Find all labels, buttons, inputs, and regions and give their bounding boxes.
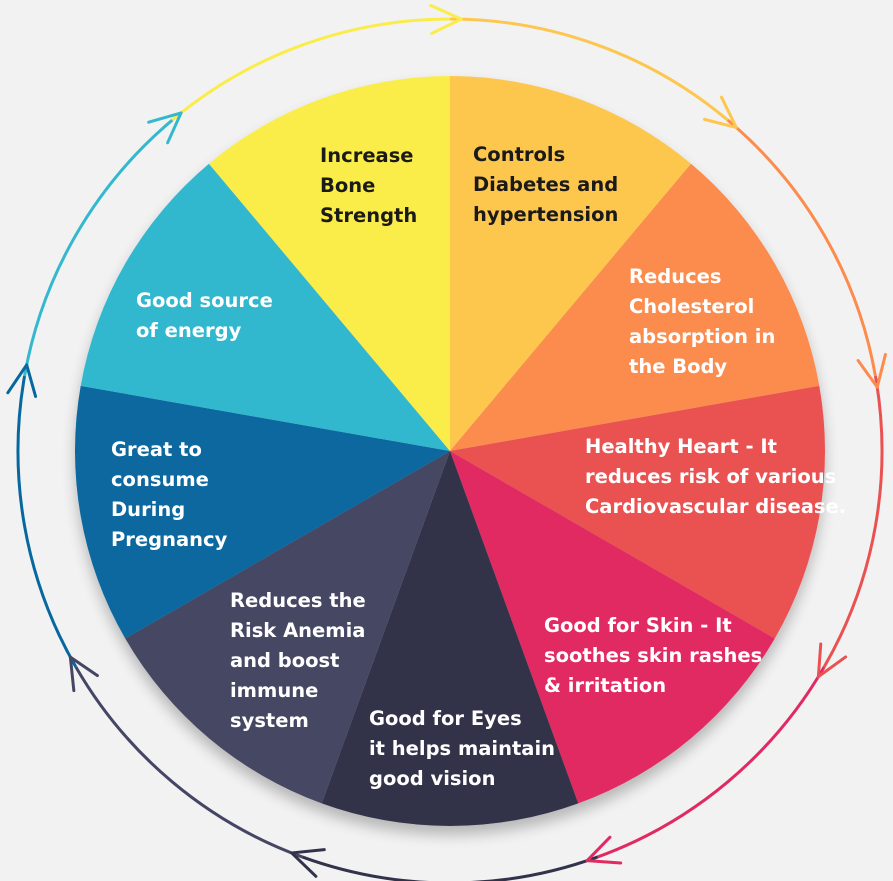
wedge-reduces-anemia [125, 451, 450, 804]
wedge-reduces-cholesterol [450, 163, 820, 451]
ring-arc [23, 118, 174, 377]
ring-arrow-icon [68, 655, 99, 693]
ring-arrow-icon [585, 835, 623, 865]
ring-arc [74, 666, 303, 859]
wedge-good-for-skin [450, 451, 775, 804]
wedge-good-for-eyes [321, 451, 579, 826]
ring-arrow-icon [702, 95, 738, 129]
ring-arc [301, 855, 599, 881]
ring-arc [726, 118, 877, 377]
ring-arc [597, 666, 826, 859]
label-good-for-skin: Good for Skin - It soothes skin rashes &… [544, 614, 763, 697]
wheel [74, 75, 825, 826]
label-reduces-cholesterol: Reduces Cholesterol absorption in the Bo… [629, 265, 776, 378]
wedge-controls-diabetes [450, 76, 692, 451]
ring-arrow-icon [147, 111, 183, 145]
ring-arrow-icon [816, 642, 848, 679]
label-reduces-anemia: Reduces the Risk Anemia and boost immune… [230, 589, 366, 732]
wedge-healthy-heart [450, 385, 825, 639]
label-controls-diabetes: Controls Diabetes and hypertension [473, 143, 619, 226]
ring-arrow-icon [290, 848, 326, 878]
ring-arrow-icon [6, 363, 38, 398]
cycle-ring [6, 3, 887, 881]
wedge-energy [80, 163, 451, 451]
ring-arrow-icon [429, 3, 463, 35]
label-energy: Good source of energy [136, 289, 273, 342]
ring-arc [171, 17, 451, 122]
wedge-pregnancy [74, 385, 450, 639]
wedge-bone-strength [208, 75, 450, 451]
ring-arc [449, 17, 729, 122]
label-good-for-eyes: Good for Eyes it helps maintain good vis… [369, 707, 556, 790]
ring-arc [822, 375, 884, 668]
ring-arrow-icon [856, 352, 887, 389]
label-pregnancy: Great to consume During Pregnancy [111, 438, 228, 551]
label-healthy-heart: Healthy Heart - It reduces risk of vario… [585, 435, 847, 518]
label-bone-strength: Increase Bone Strength [320, 144, 418, 227]
ring-arc [16, 375, 78, 668]
